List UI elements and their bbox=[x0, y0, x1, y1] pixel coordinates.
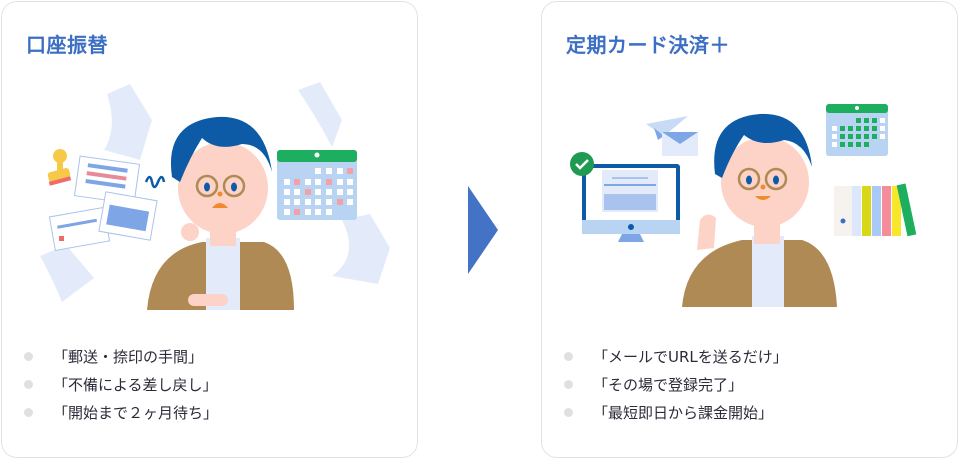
list-item: 「最短即日から課金開始」 bbox=[564, 398, 788, 426]
binders-icon bbox=[834, 183, 917, 237]
bullet-icon bbox=[564, 407, 573, 417]
list-item: 「その場で登録完了」 bbox=[564, 370, 788, 398]
paper-plane-icon bbox=[646, 116, 688, 140]
bank-transfer-illustration bbox=[40, 82, 390, 310]
bullet-icon bbox=[564, 379, 573, 389]
bullet-icon bbox=[24, 407, 33, 417]
list-item: 「メールでURLを送るだけ」 bbox=[564, 342, 788, 370]
bullet-icon bbox=[24, 351, 33, 361]
card-title: 口座振替 bbox=[26, 33, 108, 57]
benefit-list: 「メールでURLを送るだけ」 「その場で登録完了」 「最短即日から課金開始」 bbox=[564, 342, 788, 426]
comparison-card-card-payment: 定期カード決済＋ bbox=[541, 1, 958, 458]
calendar-days bbox=[284, 168, 353, 215]
card-payment-illustration bbox=[570, 104, 917, 307]
confused-squiggle-icon bbox=[144, 175, 166, 189]
drawback-list: 「郵送・捺印の手間」 「不備による差し戻し」 「開始まで２ヶ月待ち」 bbox=[24, 342, 218, 426]
flying-paper-icon bbox=[40, 82, 390, 302]
list-item: 「開始まで２ヶ月待ち」 bbox=[24, 398, 218, 426]
bullet-icon bbox=[24, 379, 33, 389]
list-item: 「郵送・捺印の手間」 bbox=[24, 342, 218, 370]
comparison-card-bank-transfer: 口座振替 bbox=[1, 1, 418, 458]
paper-forms-icon bbox=[48, 155, 158, 252]
check-circle-icon bbox=[570, 152, 594, 176]
calendar-days bbox=[832, 118, 885, 147]
worried-person-icon bbox=[147, 116, 294, 310]
triangle-right-icon bbox=[468, 186, 498, 274]
envelope-icon bbox=[662, 132, 698, 156]
list-item: 「不備による差し戻し」 bbox=[24, 370, 218, 398]
bullet-icon bbox=[564, 351, 573, 361]
stamp-icon bbox=[47, 149, 72, 186]
happy-person-icon bbox=[682, 113, 837, 307]
monitor-icon bbox=[582, 164, 680, 242]
card-title: 定期カード決済＋ bbox=[566, 33, 730, 57]
